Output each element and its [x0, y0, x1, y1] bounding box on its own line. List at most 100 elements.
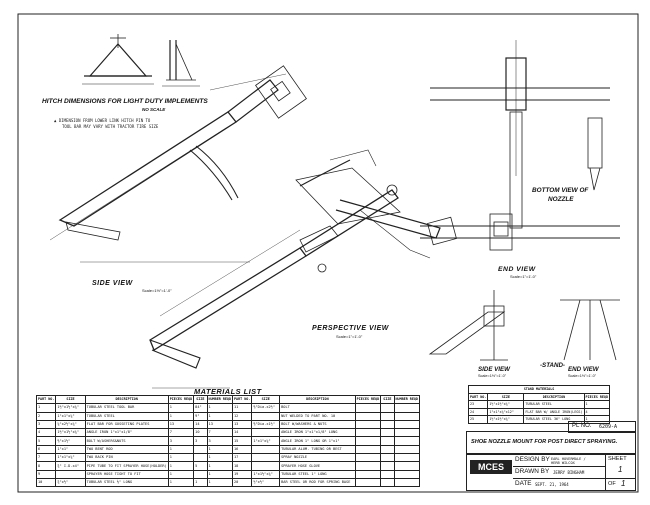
table-cell — [251, 411, 281, 421]
table-cell: 1½"x1½"x¼" — [487, 415, 525, 424]
drawing-title: SHOE NOZZLE MOUNT FOR POST DIRECT SPRAYI… — [471, 439, 618, 445]
table-cell — [380, 477, 395, 488]
header-size: SIZE — [55, 394, 86, 405]
table-cell: 3 — [206, 436, 234, 446]
table-cell: 1"x1" — [55, 444, 86, 455]
stand-table-header-row: PART NO. SIZE DESCRIPTION PIECES REQD — [467, 392, 611, 401]
table-cell — [393, 461, 420, 471]
table-cell: 19 — [231, 469, 253, 479]
table-cell: 1 — [206, 453, 234, 463]
table-cell: 1 — [35, 403, 57, 413]
table-cell — [393, 453, 420, 463]
header-pieces: PIECES REQD — [167, 394, 195, 405]
sheet-divider — [605, 454, 606, 490]
table-cell: TUBULAR STEEL — [523, 400, 585, 409]
hitch-title: HITCH DIMENSIONS FOR LIGHT DUTY IMPLEMEN… — [42, 98, 208, 105]
end-view-label: END VIEW — [498, 266, 536, 273]
table-cell — [393, 428, 420, 438]
materials-list-title: MATERIALS LIST — [194, 387, 262, 396]
table-cell: 1 — [206, 461, 234, 471]
table-cell — [354, 403, 382, 413]
stand-materials-table: STAND MATERIALS PART NO. SIZE DESCRIPTIO… — [467, 385, 611, 424]
side-view-scale: Scale=1½"=1'-0" — [142, 288, 172, 293]
date-label: DATE — [515, 480, 532, 487]
table-cell: 1 — [206, 444, 234, 455]
table-cell: BOLT W/ASHERS&NUTS — [84, 436, 169, 446]
table-cell: 1 — [206, 477, 234, 488]
table-cell: 5 — [35, 436, 57, 446]
table-cell: 1 — [167, 453, 195, 463]
table-cell: ¾"x½" — [55, 477, 86, 488]
table-cell — [380, 428, 395, 438]
table-cell: 1 — [167, 469, 195, 479]
stand-sketch — [428, 290, 620, 361]
table-cell — [354, 469, 382, 479]
table-cell: TUBULAR STEEL TOOL BAR — [84, 403, 169, 413]
pl-no-box: PL NO. 6209-A — [568, 421, 636, 433]
table-cell — [393, 477, 420, 488]
side-view-label: SIDE VIEW — [92, 280, 133, 287]
table-cell — [193, 444, 208, 455]
table-cell: 13 — [206, 419, 234, 430]
table-cell: 2 — [35, 411, 57, 421]
logo-text: MCES — [477, 462, 504, 472]
sheet-label: SHEET — [608, 456, 627, 462]
table-cell: FLAT BAR W/ ANGLE IRON(LEGS) — [523, 407, 585, 416]
table-cell — [193, 469, 208, 479]
drawn-by-label: DRAWN BY — [515, 468, 550, 475]
stand-header-size: SIZE — [487, 392, 525, 401]
table-cell: 9 — [35, 469, 57, 479]
bottom-view-label-1: BOTTOM VIEW OF — [532, 187, 589, 194]
mces-logo: MCES — [470, 460, 512, 474]
table-cell: 13 — [167, 419, 195, 430]
stand-table-title: STAND MATERIALS — [468, 385, 610, 394]
table-cell: ⅜"Dia.x2½" — [251, 403, 281, 413]
perspective-view-sketch — [149, 149, 457, 389]
date-value: SEPT. 21, 1964 — [535, 481, 569, 487]
table-cell: 3 — [167, 436, 195, 446]
table-cell — [380, 453, 395, 463]
table-cell — [393, 403, 420, 413]
table-cell — [393, 411, 420, 421]
table-cell: 1 — [583, 400, 611, 409]
end-view-scale: Scale=1"=1'-0" — [510, 274, 537, 279]
table-cell: 1 — [167, 461, 195, 471]
table-cell — [380, 444, 395, 455]
table-cell: 25 — [467, 415, 489, 424]
stand-header-pieces: PIECES REQD — [583, 392, 611, 401]
design-by-value: EARL HOVERMALE / HERB WILCOX — [551, 457, 586, 465]
table-header-row: PART NO. SIZE DESCRIPTION PIECES REQD SI… — [35, 394, 420, 405]
table-cell: ANGLE IRON 1"x1"x1/8" — [84, 428, 169, 438]
table-cell — [380, 436, 395, 446]
hitch-note-2: TOOL BAR MAY VARY WITH TRACTOR TIRE SIZE — [62, 124, 159, 129]
table-cell: TUBULAR STEEL — [84, 411, 169, 421]
table-cell: 10 — [35, 477, 57, 488]
table-cell: 1"x1"x¼" — [251, 436, 281, 446]
header-part-no-r: PART NO. — [231, 394, 253, 405]
table-cell — [354, 461, 382, 471]
table-cell: 17 — [231, 453, 253, 463]
header-size-r2: SIZE — [380, 394, 395, 405]
table-cell: 1"x1"x¼"x12" — [487, 407, 525, 416]
table-cell — [380, 403, 395, 413]
table-cell: ¾" I.D.x4" — [55, 461, 86, 471]
of-value: 1 — [621, 479, 626, 488]
table-cell: 84" — [193, 403, 208, 413]
table-cell — [354, 453, 382, 463]
table-cell: ANGLE IRON 1" LONG OR 1"x1" — [279, 436, 356, 446]
table-cell: 1½"x1½"x¼" — [55, 428, 86, 438]
table-cell — [393, 419, 420, 430]
table-cell: 1 — [583, 415, 611, 424]
table-cell: TWO BACK PIN — [84, 453, 169, 463]
title-info-box: MCES DESIGN BY EARL HOVERMALE / HERB WIL… — [466, 453, 636, 491]
pl-no-value: 6209-A — [599, 423, 618, 430]
header-description: DESCRIPTION — [84, 394, 169, 405]
drawn-by-value: JERRY BINGHAM — [553, 469, 585, 475]
table-cell — [354, 411, 382, 421]
table-cell: TUBULAR STEEL 1" LONG — [279, 469, 356, 479]
design-by-label: DESIGN BY — [515, 456, 550, 463]
table-cell: 5 — [193, 461, 208, 471]
table-cell: 14 — [231, 428, 253, 438]
table-cell — [354, 477, 382, 488]
